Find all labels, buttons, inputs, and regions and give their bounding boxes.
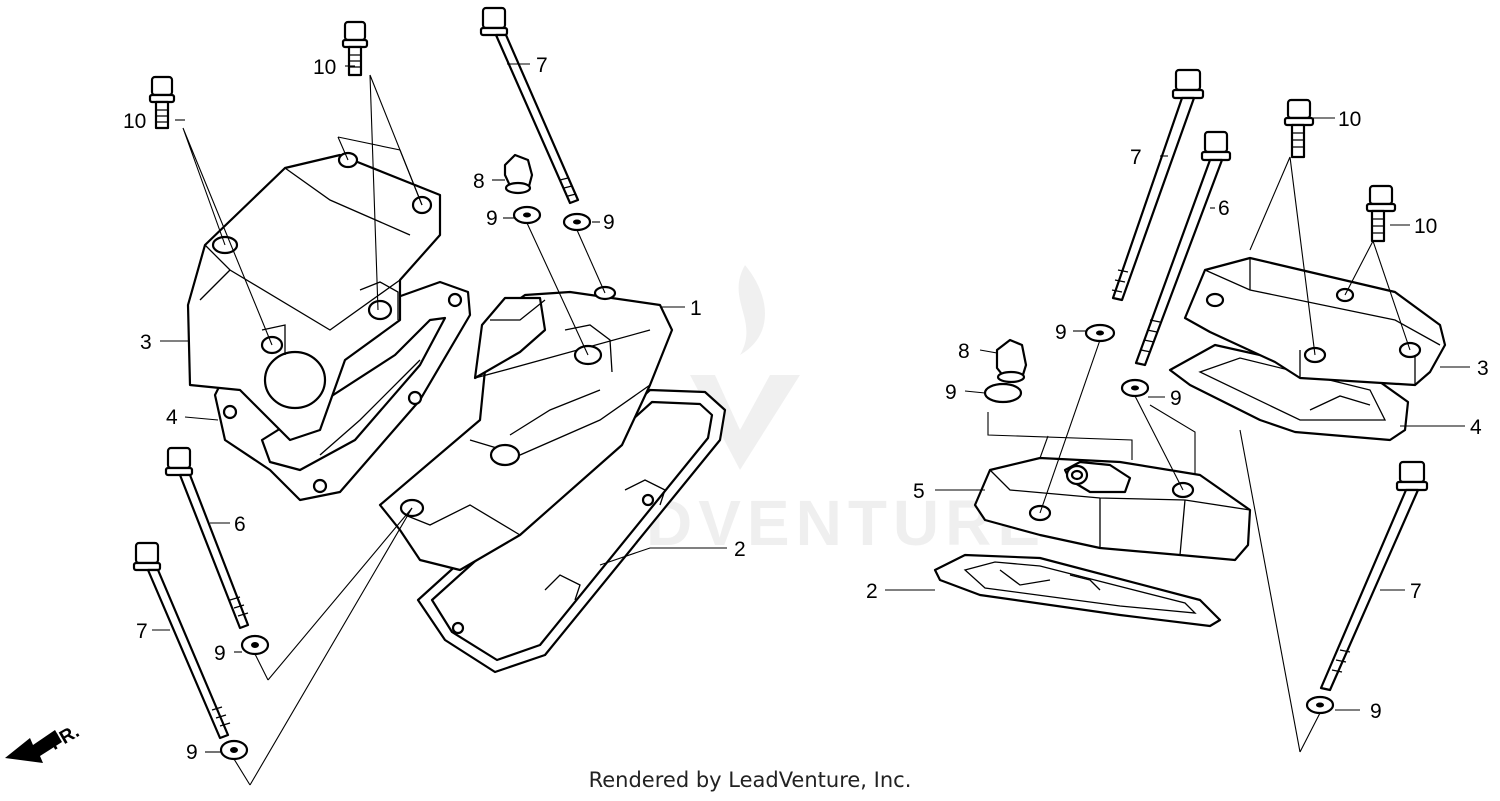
right-bolt-10a [1283,98,1315,159]
callout-9: 9 [1055,321,1067,344]
callout-9: 9 [186,741,198,764]
callout-9: 9 [945,381,957,404]
right-bolts [983,68,1429,715]
callout-9: 9 [486,207,498,230]
callout-4: 4 [166,406,178,429]
callout-8: 8 [958,340,970,363]
left-leaders [152,63,727,786]
right-bolt-7a [1111,68,1205,302]
callout-1: 1 [690,297,702,320]
callout-8: 8 [473,170,485,193]
right-washer-9b [983,382,1023,404]
callout-10: 10 [123,110,146,133]
left-part-2-gasket [416,388,727,674]
left-bolt-10b [341,20,369,77]
footer-credit: Rendered by LeadVenture, Inc. [588,768,912,792]
right-nut-8 [995,338,1028,384]
callout-6: 6 [234,513,246,536]
callout-4: 4 [1470,416,1482,439]
right-part-2-gasket [933,553,1222,628]
callout-7: 7 [1410,580,1422,603]
left-bolt-7b [132,541,231,740]
callout-10: 10 [1338,108,1361,131]
callout-3: 3 [140,331,152,354]
right-bolt-10b [1365,184,1397,243]
callout-6: 6 [1218,197,1230,220]
callout-9: 9 [1170,387,1182,410]
callout-7: 7 [136,620,148,643]
front-indicator-label: FR. [46,721,83,754]
callout-7: 7 [536,54,548,77]
callout-7: 7 [1130,146,1142,169]
left-bolt-10a [148,75,176,130]
left-nut-8 [503,153,534,195]
callout-2: 2 [734,538,746,561]
callout-3: 3 [1477,357,1489,380]
left-part-3-cover [186,151,442,442]
left-bolt-6 [164,446,250,630]
left-callouts: 10 10 7 8 9 9 1 3 4 6 2 7 9 9 [123,54,746,764]
right-part-3-cover [1183,256,1447,387]
callout-9: 9 [1370,700,1382,723]
right-leaders [885,117,1470,753]
right-bolt-7b [1319,460,1429,692]
callout-10: 10 [313,56,336,79]
left-bolts [132,6,592,761]
callout-9: 9 [603,211,615,234]
callout-9: 9 [214,642,226,665]
callout-5: 5 [913,480,925,503]
front-arrow: FR. [5,721,83,763]
left-bolt-7a [479,6,580,205]
left-part-1-cover [378,285,674,572]
right-callouts: 7 6 10 10 9 8 9 9 3 4 5 2 7 9 [866,108,1489,723]
right-bolt-6 [1134,130,1232,367]
callout-2: 2 [866,580,878,603]
callout-10: 10 [1414,215,1437,238]
